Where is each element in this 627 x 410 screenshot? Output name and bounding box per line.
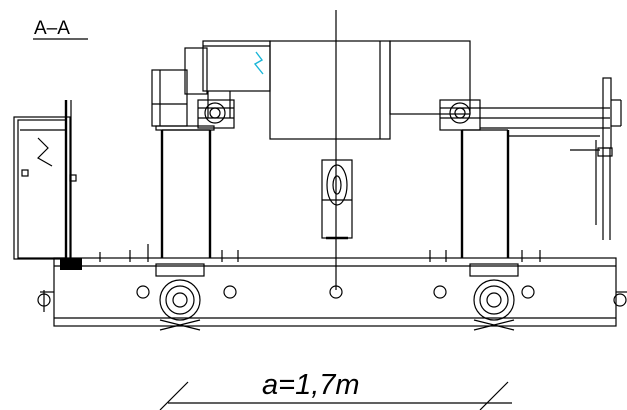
motor-end-cap [184,47,208,95]
lightning-symbol [253,51,264,75]
left-bearing-block [197,99,235,129]
girder-body [53,257,617,327]
section-label: A–A [34,18,70,39]
cabin-lightning-symbol [37,137,53,167]
motor-terminal-box [151,69,188,127]
girder-holes [136,285,535,299]
hook-block [321,159,353,240]
cabin-frame [13,116,71,260]
right-wheel [469,263,519,331]
motor-assembly [151,40,471,140]
dimension-label: a=1,7m [262,369,360,401]
right-column [460,129,510,258]
bolt-ticks [99,244,541,262]
shaft-flange [602,77,612,149]
motor-body [202,40,271,92]
bottom-girder [37,257,627,327]
right-bearing-block [439,99,481,131]
left-wheel [155,263,205,331]
dimension-line [159,381,512,410]
right-shaft [480,77,622,240]
gearbox-housing [269,40,391,140]
left-cabin [13,100,77,262]
right-housing-box [389,40,471,115]
left-column [160,129,212,258]
